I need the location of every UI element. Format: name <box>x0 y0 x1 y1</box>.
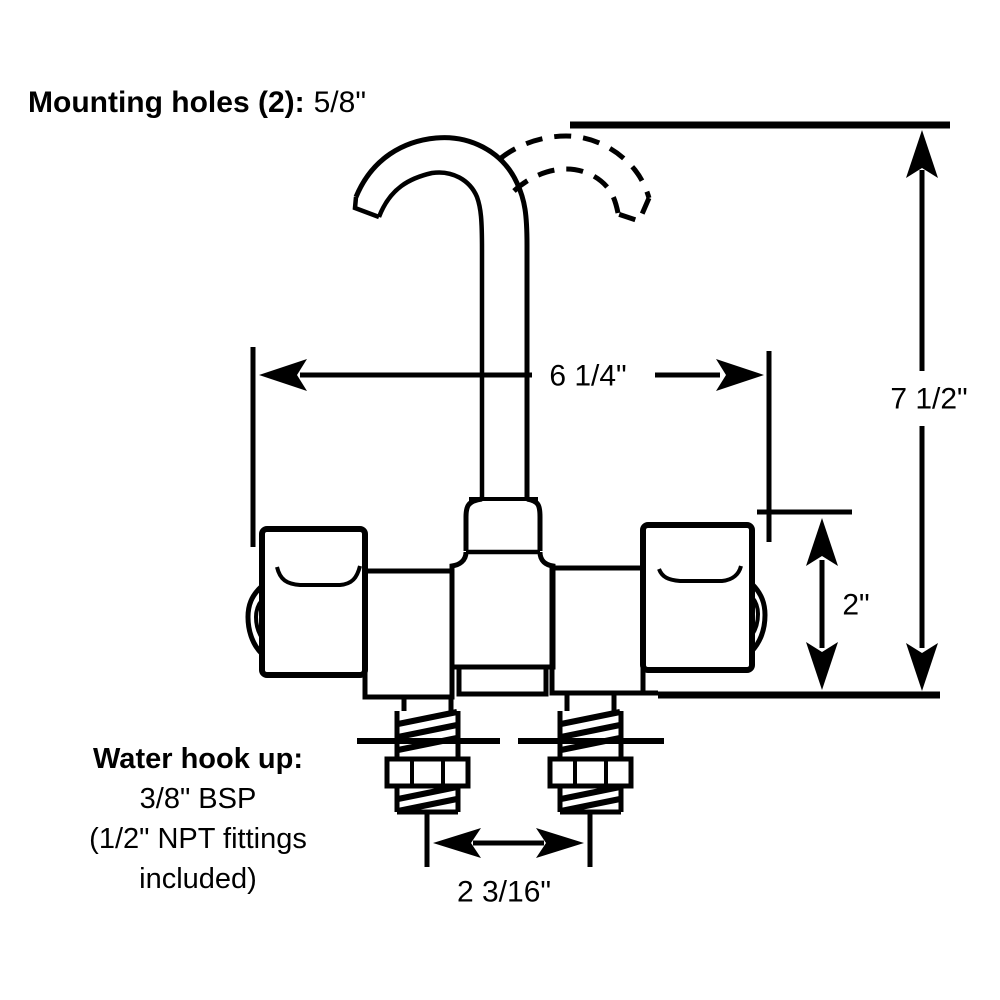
dimension-body-height <box>757 509 852 690</box>
dimension-label-spout-span: 6 1/4" <box>549 359 627 393</box>
spout-solid <box>352 135 530 498</box>
arrowhead-down <box>806 642 838 690</box>
handle-right <box>640 522 768 673</box>
threads-upper-right <box>560 709 621 753</box>
nut-left <box>384 756 471 789</box>
valve-body-left <box>362 568 455 700</box>
water-hookup-title: Water hook up: <box>93 743 303 775</box>
shank-right <box>547 693 634 867</box>
arrowhead-down <box>906 643 938 691</box>
mounting-holes-label-bold: Mounting holes (2): <box>28 86 305 119</box>
shank-left <box>384 697 471 867</box>
arrowhead-up <box>906 130 938 178</box>
water-hookup-bsp: 3/8" BSP <box>139 783 257 815</box>
mounting-holes-value: 5/8" <box>313 86 366 119</box>
mounting-holes-label: Mounting holes (2):5/8" <box>28 86 366 119</box>
threads-lower-left <box>397 784 458 814</box>
nut-right <box>547 756 634 789</box>
threads-upper-left <box>397 709 458 753</box>
threads-lower-right <box>560 784 621 814</box>
water-hookup-npt: (1/2" NPT fittings <box>89 823 307 855</box>
arrowhead-up <box>806 518 838 566</box>
dimension-label-body-height: 2" <box>842 588 870 622</box>
spout-dashed-alternate <box>499 133 652 225</box>
dimension-spout-span <box>250 347 772 547</box>
dimension-label-inlet-spacing: 2 3/16" <box>456 875 552 909</box>
arrowhead-right <box>716 359 764 391</box>
dimension-overall-height <box>906 130 938 691</box>
handle-left <box>245 526 368 678</box>
arrowhead-right <box>536 828 584 858</box>
dimension-inlet-spacing <box>433 828 584 858</box>
faucet-body-center <box>449 496 556 697</box>
arrowhead-left <box>433 828 481 858</box>
water-hookup-label: Water hook up: 3/8" BSP (1/2" NPT fittin… <box>28 739 368 899</box>
water-hookup-included: included) <box>139 863 257 895</box>
arrowhead-left <box>259 359 307 391</box>
dimension-label-overall-height: 7 1/2" <box>890 382 968 416</box>
